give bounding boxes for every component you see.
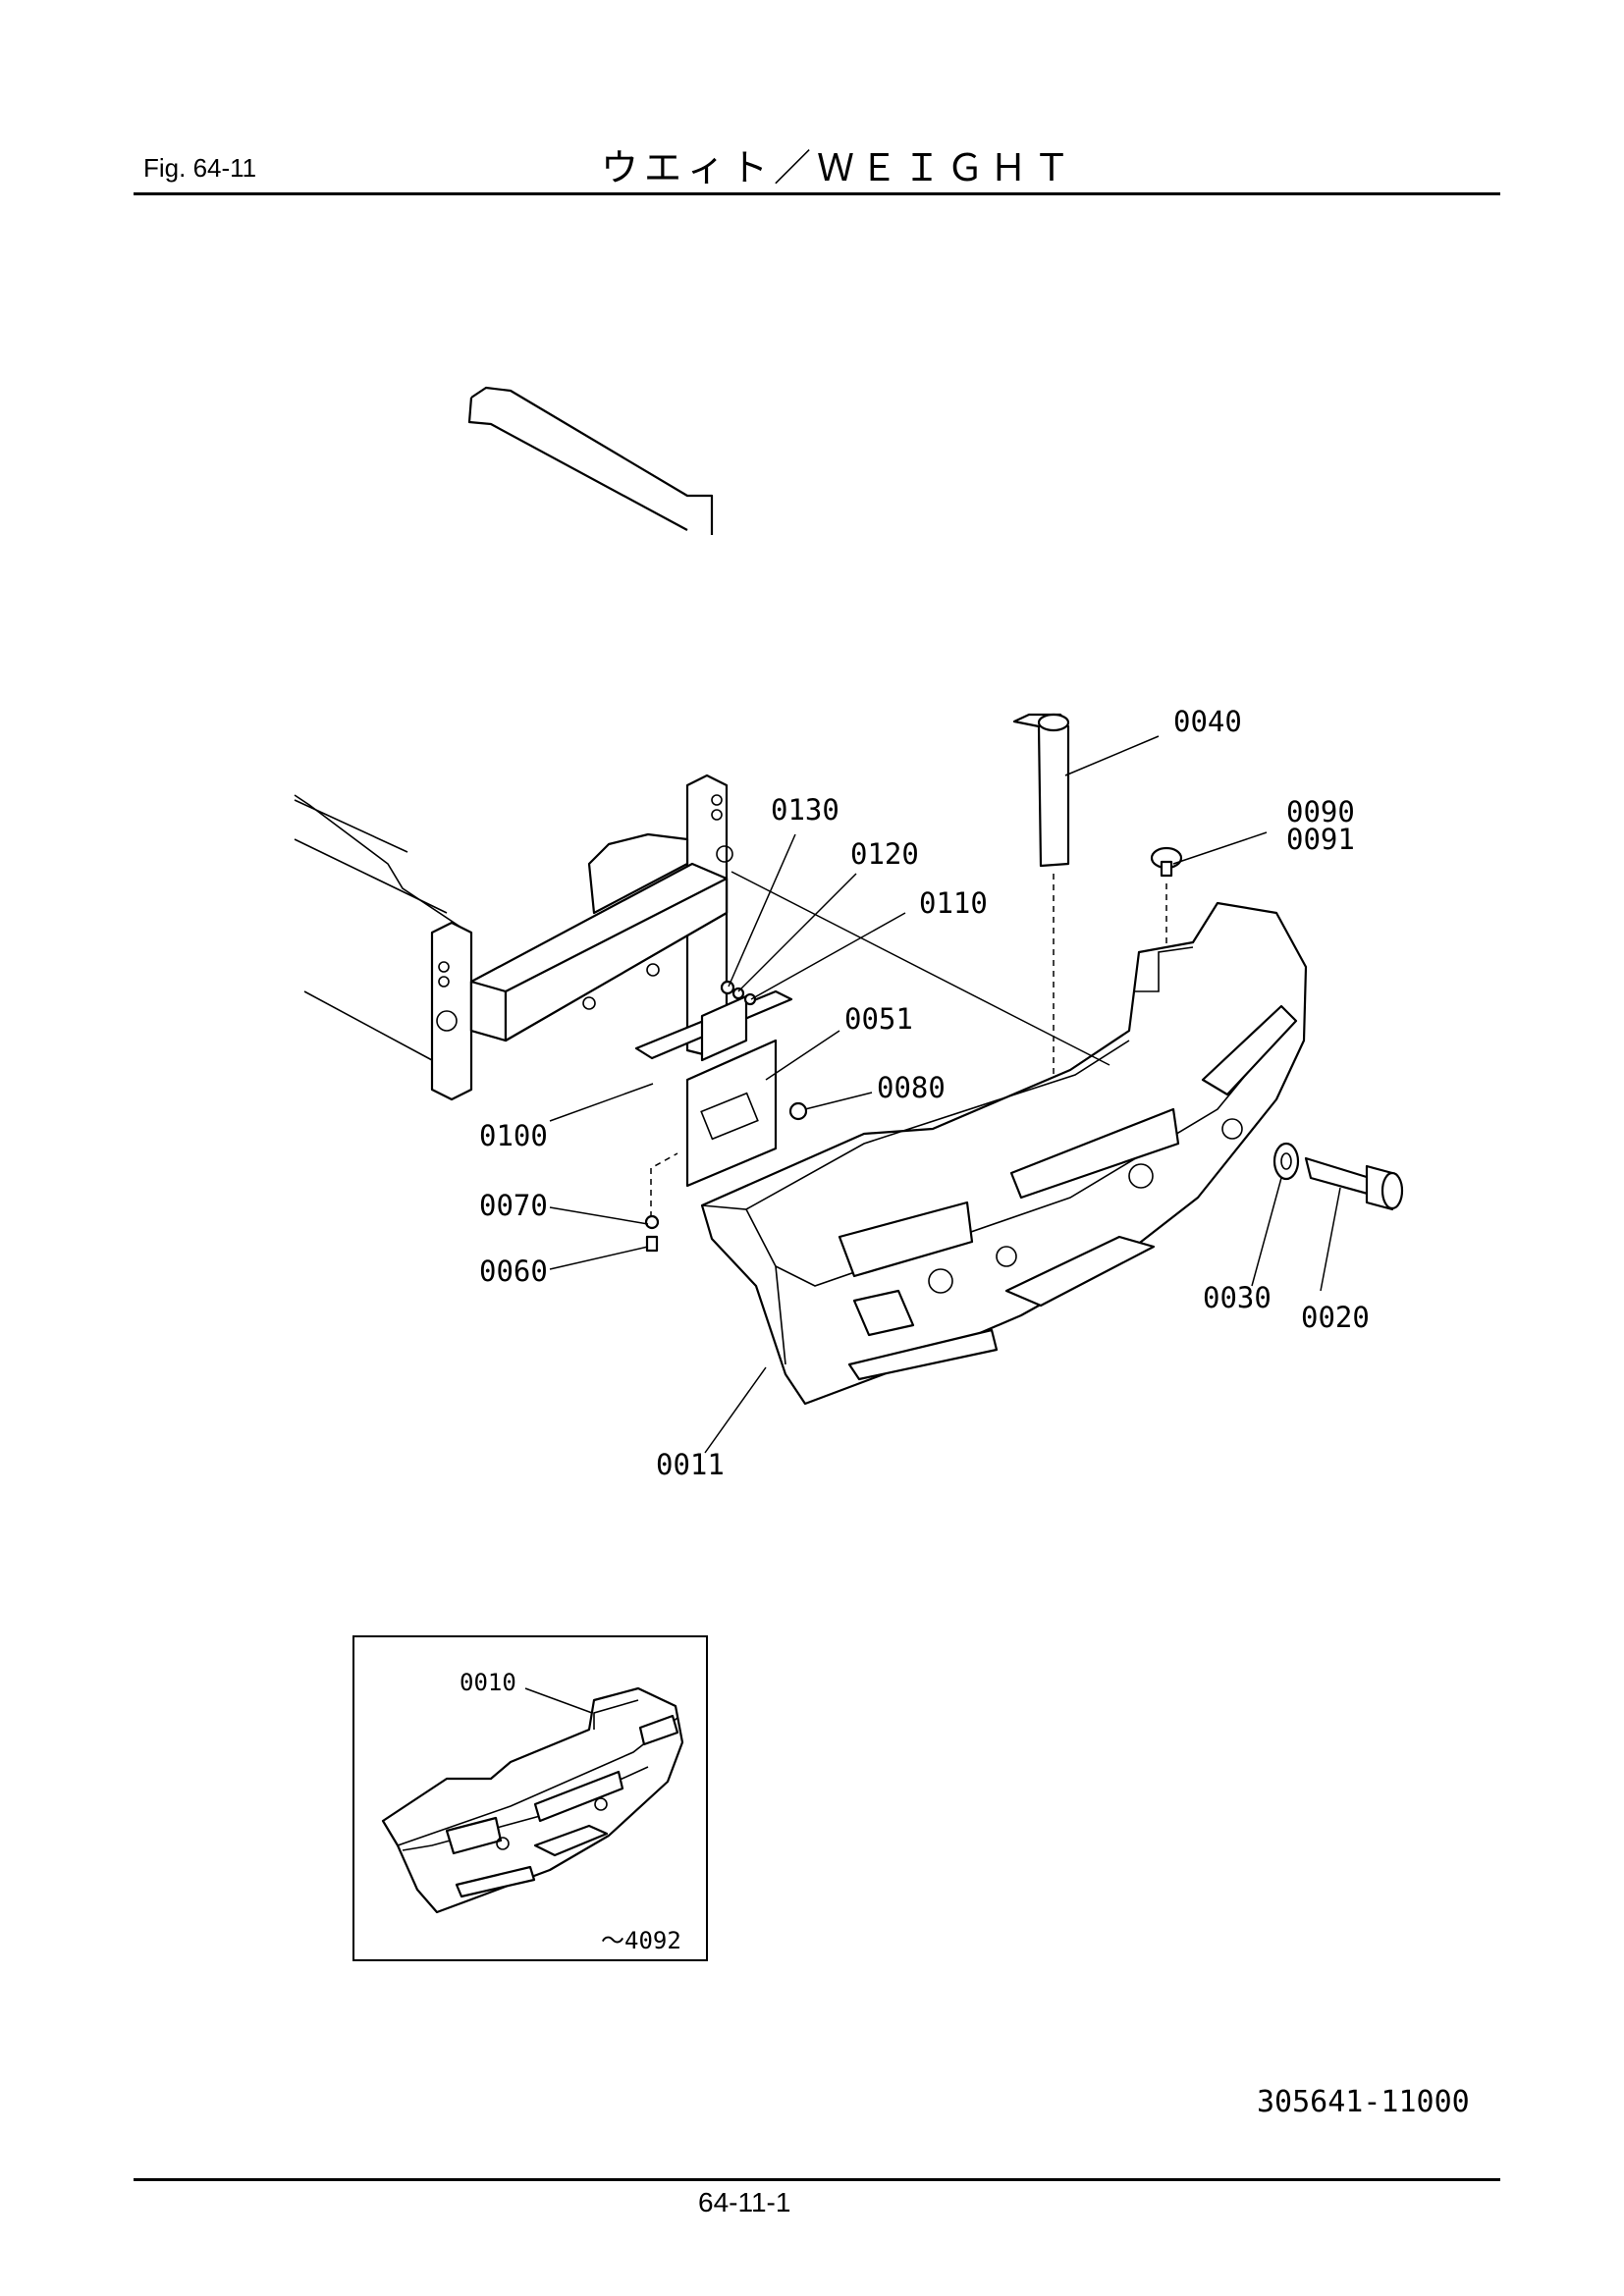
page-number: 64-11-1	[698, 2187, 791, 2217]
bolt-0020	[1304, 1156, 1404, 1211]
inset-variant-box: 0010 ～4092	[352, 1635, 708, 1961]
leader-lines	[549, 735, 1341, 1454]
counterweight-0011	[700, 901, 1308, 1406]
callout-0020: 0020	[1301, 1301, 1370, 1334]
inset-serial-range: ～4092	[601, 1927, 681, 1954]
header-rule	[134, 192, 1500, 195]
pin-0040	[1012, 713, 1070, 1090]
callout-0070: 0070	[479, 1189, 548, 1222]
callout-0100: 0100	[479, 1119, 548, 1152]
callout-0030: 0030	[1203, 1281, 1272, 1314]
callout-0090: 0090	[1286, 795, 1355, 828]
mounting-plate-hardware	[634, 980, 808, 1253]
footer-rule	[134, 2178, 1500, 2181]
figure-number: Fig. 64-11	[143, 153, 257, 183]
frame-bracket-assembly	[294, 386, 733, 1101]
drawing-number: 305641-11000	[1257, 2085, 1470, 2119]
callout-0040: 0040	[1173, 705, 1242, 738]
callout-0110: 0110	[919, 886, 988, 920]
callout-0080: 0080	[877, 1071, 946, 1104]
inset-callout-0010: 0010	[460, 1669, 516, 1696]
callout-0120: 0120	[850, 837, 919, 871]
callout-0051: 0051	[844, 1002, 913, 1036]
callout-0091: 0091	[1286, 823, 1355, 856]
page-title: ウエィト／ＷＥＩＧＨＴ	[601, 146, 1077, 189]
washer-0030	[1272, 1142, 1300, 1181]
callout-0011: 0011	[656, 1448, 725, 1481]
callout-0060: 0060	[479, 1255, 548, 1288]
callout-0130: 0130	[771, 793, 839, 827]
